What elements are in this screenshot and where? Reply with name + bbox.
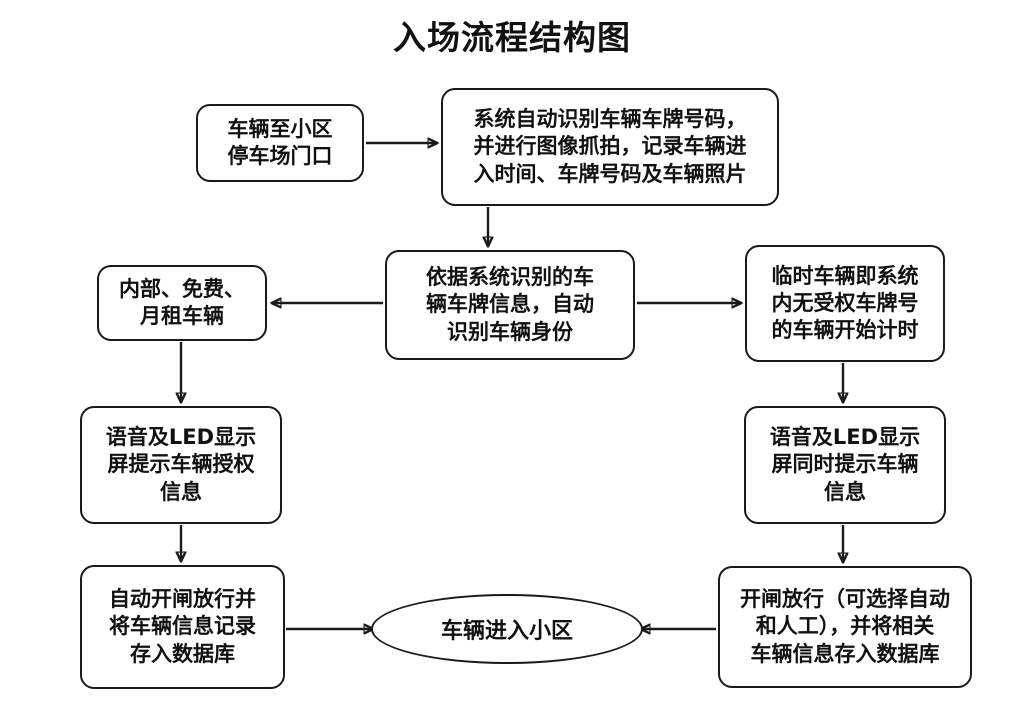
node-start-label: 车辆至小区停车场门口 <box>227 116 333 168</box>
node-manual-gate-label: 开闸放行（可选择自动和人工），并将相关车辆信息存入数据库 <box>740 587 950 666</box>
node-led-right-label: 语音及LED显示屏同时提示车辆信息 <box>769 425 921 504</box>
node-recognize[interactable]: 系统自动识别车辆车牌号码，并进行图像抓拍，记录车辆进入时间、车牌号码及车辆照片 <box>441 88 779 206</box>
page-title: 入场流程结构图 <box>393 18 631 57</box>
node-enter-label: 车辆进入小区 <box>440 619 573 644</box>
node-start[interactable]: 车辆至小区停车场门口 <box>196 104 364 182</box>
node-led-left[interactable]: 语音及LED显示屏提示车辆授权信息 <box>80 406 282 524</box>
node-identify[interactable]: 依据系统识别的车辆车牌信息，自动识别车辆身份 <box>385 250 635 360</box>
node-manual-gate[interactable]: 开闸放行（可选择自动和人工），并将相关车辆信息存入数据库 <box>718 566 972 688</box>
node-enter[interactable]: 车辆进入小区 <box>371 594 643 664</box>
node-authorized[interactable]: 内部、免费、月租车辆 <box>97 265 267 341</box>
node-recognize-label: 系统自动识别车辆车牌号码，并进行图像抓拍，记录车辆进入时间、车牌号码及车辆照片 <box>473 107 747 186</box>
node-auto-gate-label: 自动开闸放行并将车辆信息记录存入数据库 <box>109 587 256 666</box>
node-temporary[interactable]: 临时车辆即系统内无受权车牌号的车辆开始计时 <box>745 245 945 362</box>
node-led-left-label: 语音及LED显示屏提示车辆授权信息 <box>105 425 257 504</box>
node-auto-gate[interactable]: 自动开闸放行并将车辆信息记录存入数据库 <box>80 565 285 689</box>
node-led-right[interactable]: 语音及LED显示屏同时提示车辆信息 <box>744 406 946 524</box>
node-authorized-label: 内部、免费、月租车辆 <box>119 276 245 328</box>
node-temporary-label: 临时车辆即系统内无受权车牌号的车辆开始计时 <box>771 263 919 343</box>
node-identify-label: 依据系统识别的车辆车牌信息，自动识别车辆身份 <box>426 265 594 344</box>
